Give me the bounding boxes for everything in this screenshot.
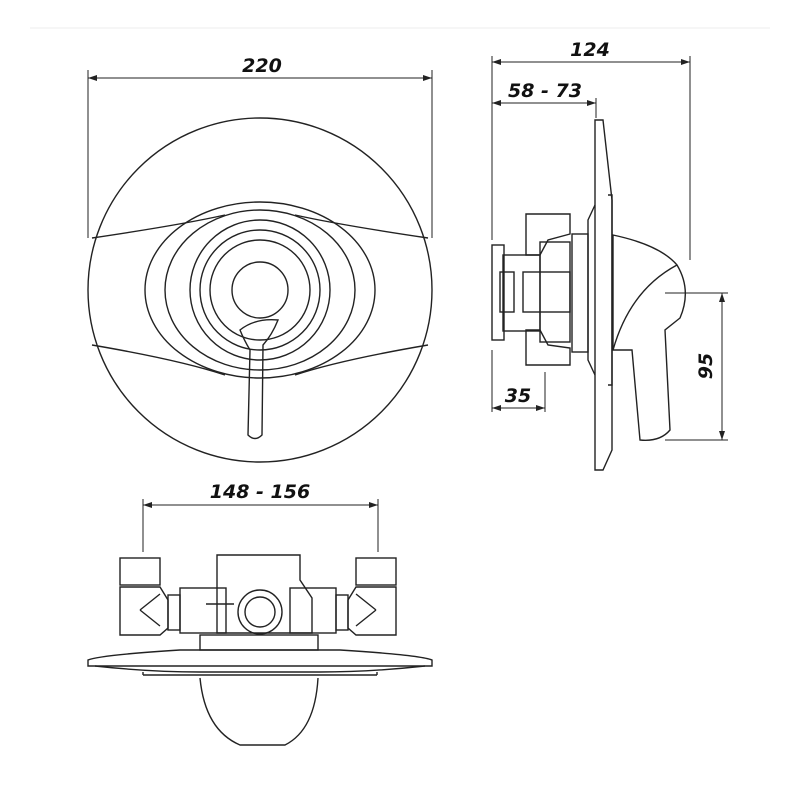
side-view: 124 58 - 73 35 95: [491, 39, 728, 471]
wall-plate: [594, 119, 613, 471]
dimension-label-220: 220: [242, 55, 282, 77]
left-inlet-nut: [119, 557, 161, 586]
side-handle: [612, 234, 686, 441]
lever-handle: [239, 319, 280, 440]
dimension-label-148-156: 148 - 156: [210, 481, 310, 503]
dimension-label-124: 124: [570, 39, 610, 61]
dimension-label-58-73: 58 - 73: [508, 80, 582, 102]
front-view: 220: [87, 55, 433, 463]
handle-dome: [199, 677, 319, 746]
bottom-plate: [87, 649, 433, 667]
faceplate-outline: [87, 117, 433, 463]
bottom-view: 148 - 156: [87, 481, 433, 746]
dimension-label-35: 35: [505, 385, 531, 407]
right-inlet-nut: [355, 557, 397, 586]
dimension-label-95: 95: [695, 353, 717, 379]
